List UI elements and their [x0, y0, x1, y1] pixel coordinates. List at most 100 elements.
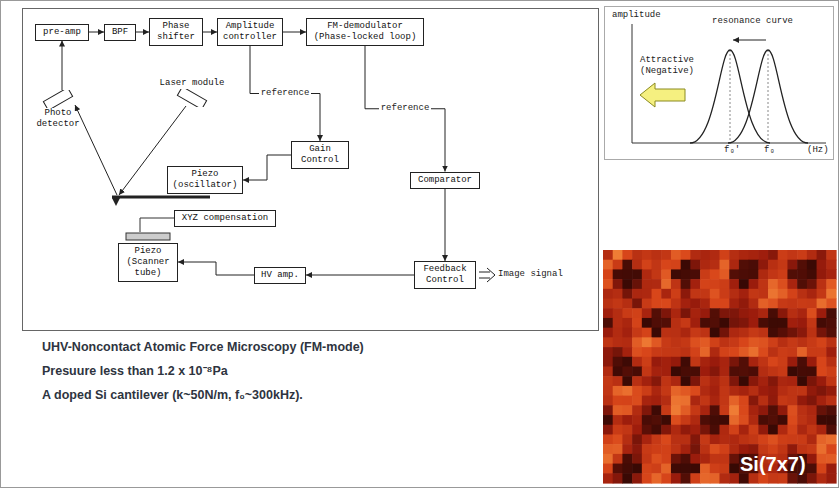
image-pixel — [603, 250, 613, 260]
edge-label: reference — [259, 88, 312, 99]
node-text: XYZ compensation — [179, 213, 271, 224]
piezo-box: Piezo (oscillator) — [167, 166, 243, 194]
image-pixel — [613, 337, 623, 347]
image-pixel — [807, 405, 817, 415]
image-pixel — [720, 464, 730, 474]
image-pixel — [758, 386, 768, 396]
image-pixel — [632, 269, 642, 279]
image-pixel — [613, 434, 623, 444]
image-pixel — [661, 367, 671, 377]
image-pixel — [652, 308, 662, 318]
image-pixel — [700, 425, 710, 435]
output-arrow — [479, 268, 495, 282]
image-pixel — [787, 386, 797, 396]
image-pixel — [807, 337, 817, 347]
signal-connector — [445, 189, 446, 262]
image-pixel — [729, 289, 739, 299]
image-pixel — [681, 279, 691, 289]
image-pixel — [622, 376, 632, 386]
image-pixel — [632, 473, 642, 483]
image-pixel — [739, 347, 749, 357]
image-pixel — [807, 425, 817, 435]
node-text: Piezo (Scanner tube) — [123, 246, 173, 279]
image-pixel — [817, 473, 827, 483]
image-pixel — [661, 318, 671, 328]
image-pixel — [817, 376, 827, 386]
image-pixel — [768, 299, 778, 309]
device-symbol — [38, 90, 78, 108]
image-pixel — [797, 289, 807, 299]
image-pixel — [817, 386, 827, 396]
image-pixel — [632, 434, 642, 444]
image-pixel — [710, 250, 720, 260]
image-pixel — [797, 357, 807, 367]
image-pixel — [661, 415, 671, 425]
image-pixel — [749, 328, 759, 338]
image-pixel — [797, 396, 807, 406]
image-pixel — [652, 250, 662, 260]
image-pixel — [710, 376, 720, 386]
image-pixel — [671, 434, 681, 444]
image-pixel — [671, 308, 681, 318]
image-pixel — [787, 299, 797, 309]
image-pixel — [758, 357, 768, 367]
laser-module: Laser module — [155, 78, 229, 107]
image-pixel — [758, 425, 768, 435]
image-pixel — [720, 425, 730, 435]
image-pixel — [681, 250, 691, 260]
image-pixel — [661, 337, 671, 347]
image-pixel — [690, 386, 700, 396]
image-pixel — [642, 425, 652, 435]
axis-tick: f₀ — [764, 145, 775, 156]
image-pixel — [749, 386, 759, 396]
image-pixel — [768, 425, 778, 435]
image-pixel — [758, 269, 768, 279]
image-pixel — [700, 454, 710, 464]
image-pixel — [768, 444, 778, 454]
image-pixel — [729, 299, 739, 309]
image-pixel — [797, 328, 807, 338]
image-pixel — [817, 444, 827, 454]
image-pixel — [826, 289, 836, 299]
image-pixel — [690, 357, 700, 367]
image-pixel — [826, 260, 836, 270]
image-pixel — [661, 269, 671, 279]
image-pixel — [681, 337, 691, 347]
image-pixel — [622, 405, 632, 415]
image-pixel — [710, 337, 720, 347]
image-pixel — [690, 250, 700, 260]
image-pixel — [787, 434, 797, 444]
image-pixel — [787, 347, 797, 357]
image-pixel — [603, 289, 613, 299]
image-pixel — [758, 250, 768, 260]
image-pixel — [739, 289, 749, 299]
image-pixel — [690, 405, 700, 415]
process-box: BPF — [104, 24, 136, 41]
image-pixel — [710, 269, 720, 279]
image-pixel — [622, 434, 632, 444]
image-pixel — [622, 308, 632, 318]
image-pixel — [671, 289, 681, 299]
image-pixel — [642, 405, 652, 415]
image-pixel — [817, 434, 827, 444]
image-pixel — [622, 425, 632, 435]
axis-tick: f₀' — [724, 145, 740, 156]
image-pixel — [632, 386, 642, 396]
image-pixel — [690, 425, 700, 435]
image-pixel — [720, 386, 730, 396]
image-pixel — [661, 299, 671, 309]
image-pixel — [797, 347, 807, 357]
image-pixel — [632, 396, 642, 406]
image-pixel — [729, 434, 739, 444]
process-box: pre-amp — [35, 24, 89, 41]
image-pixel — [807, 279, 817, 289]
image-pixel — [817, 415, 827, 425]
image-pixel — [778, 425, 788, 435]
image-pixel — [622, 250, 632, 260]
node-text: Amplitude controller — [222, 21, 278, 43]
axis-unit: (Hz) — [807, 145, 829, 156]
image-pixel — [642, 415, 652, 425]
image-pixel — [661, 376, 671, 386]
image-pixel — [690, 454, 700, 464]
image-pixel — [807, 299, 817, 309]
